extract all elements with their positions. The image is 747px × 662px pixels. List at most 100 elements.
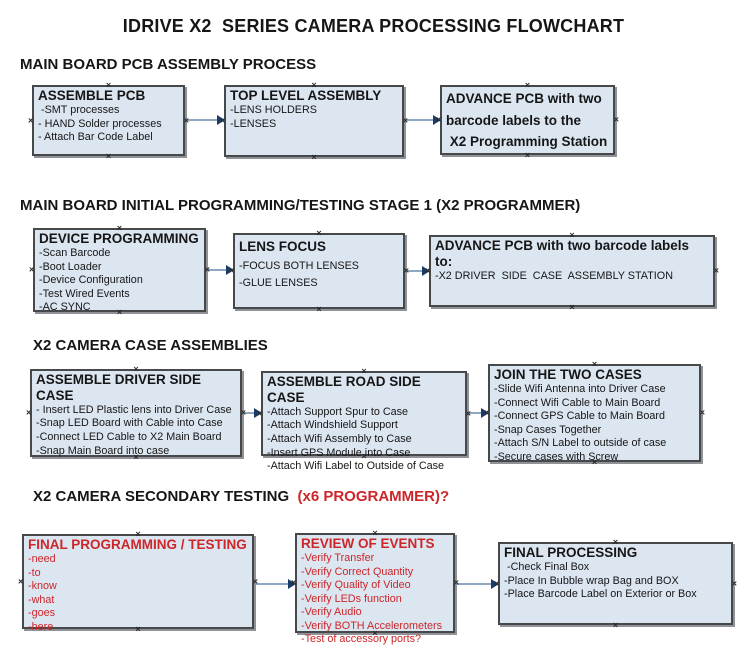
box-item-list: -Verify Transfer-Verify Correct Quantity…: [301, 552, 450, 647]
flow-arrow-lensfocus-to-advance: [407, 266, 430, 276]
connection-point-icon: ×: [569, 302, 575, 312]
box-item: -FOCUS BOTH LENSES: [239, 259, 359, 272]
box-title: LENS FOCUS: [239, 239, 327, 254]
box-item: -Snap LED Board with Cable into Case: [36, 417, 223, 430]
box-item-list: -need-to-know-what-goes-here: [28, 553, 249, 635]
flow-box-lens-focus: LENS FOCUS -FOCUS BOTH LENSES-GLUE LENSE…: [229, 229, 409, 314]
box-title: JOIN THE TWO CASES: [494, 367, 642, 382]
flow-box-assemble-road-side-case: ASSEMBLE ROAD SIDE CASE -Attach Support …: [257, 367, 471, 473]
box-item-list: -SMT processes- HAND Solder processes- A…: [38, 104, 180, 145]
box-item: - Attach Bar Code Label: [38, 131, 153, 144]
box-item-list: -X2 DRIVER SIDE CASE ASSEMBLY STATION: [435, 270, 710, 284]
box-item: -Verify LEDs function: [301, 592, 402, 605]
box-title: ADVANCE PCB with two barcode labels to:: [435, 238, 693, 269]
section-heading-initial-programming: MAIN BOARD INITIAL PROGRAMMING/TESTING S…: [20, 197, 581, 215]
box-item-list: -Attach Support Spur to Case-Attach Wind…: [267, 406, 462, 474]
box-item: -to: [28, 566, 41, 579]
connection-point-icon: ×: [316, 304, 322, 314]
box-item: -Attach S/N Label to outside of case: [494, 437, 667, 450]
flow-box-advance-pcb-programming-station: ADVANCE PCB with two barcode labels to t…: [436, 81, 619, 160]
box-item: -Connect Wifi Cable to Main Board: [494, 396, 661, 409]
section-heading-text: MAIN BOARD INITIAL PROGRAMMING/TESTING S…: [20, 197, 581, 214]
box-item: -AC SYNC: [39, 301, 91, 314]
box-item-list: -FOCUS BOTH LENSES-GLUE LENSES: [239, 258, 400, 293]
box-item-list: -Check Final Box-Place In Bubble wrap Ba…: [504, 561, 728, 602]
box-item-list: barcode labels to the X2 Programming Sta…: [446, 110, 610, 153]
box-item: -Test Wired Events: [39, 287, 130, 300]
connection-point-icon: ×: [699, 407, 705, 418]
box-item: -Test of accessory ports?: [301, 633, 422, 646]
box-item: -LENSES: [230, 117, 277, 130]
box-title: ASSEMBLE ROAD SIDE CASE: [267, 374, 425, 405]
box-item-list: -Scan Barcode-Boot Loader-Device Configu…: [39, 247, 201, 315]
box-item: -Attach Support Spur to Case: [267, 405, 409, 418]
box-item: -SMT processes: [38, 103, 120, 116]
flow-arrow-driverside-to-roadside: [244, 408, 262, 418]
arrow-line: [407, 270, 425, 272]
box-item-list: -LENS HOLDERS-LENSES: [230, 104, 399, 131]
arrow-line: [406, 119, 436, 121]
box-item: X2 Programming Station: [446, 134, 608, 150]
box-item: -Scan Barcode: [39, 246, 111, 259]
box-title: ASSEMBLE PCB: [38, 88, 146, 103]
box-item: -Verify Correct Quantity: [301, 565, 414, 578]
box-item: -Verify Transfer: [301, 551, 375, 564]
flow-box-top-level-assembly: TOP LEVEL ASSEMBLY -LENS HOLDERS-LENSES …: [220, 81, 408, 162]
flow-box-assemble-driver-side-case: ASSEMBLE DRIVER SIDE CASE - Insert LED P…: [26, 365, 246, 462]
box-item: -Insert GPS Module into Case: [267, 446, 411, 459]
box-title: REVIEW OF EVENTS: [301, 536, 435, 551]
arrow-line: [208, 269, 229, 271]
box-item: -Connect GPS Cable to Main Board: [494, 410, 666, 423]
section-heading-text: MAIN BOARD PCB ASSEMBLY PROCESS: [20, 56, 317, 73]
flow-box-review-of-events: REVIEW OF EVENTS -Verify Transfer-Verify…: [291, 529, 459, 646]
flow-box-join-the-two-cases: JOIN THE TWO CASES -Slide Wifi Antenna i…: [484, 360, 705, 467]
box-item-list: -Slide Wifi Antenna into Driver Case-Con…: [494, 383, 696, 465]
box-title: TOP LEVEL ASSEMBLY: [230, 88, 382, 103]
arrow-line: [244, 412, 257, 414]
box-item: barcode labels to the: [446, 112, 582, 128]
box-item: -need: [28, 552, 56, 565]
box-item: -Attach Wifi Label to Outside of Case: [267, 460, 445, 473]
connection-point-icon: ×: [105, 151, 112, 161]
section-heading-secondary-testing: X2 CAMERA SECONDARY TESTING (x6 PROGRAMM…: [33, 488, 450, 506]
box-item: -Connect LED Cable to X2 Main Board: [36, 431, 222, 444]
box-item: -Verify Quality of Video: [301, 579, 411, 592]
box-item: -Snap Cases Together: [494, 423, 602, 436]
box-item: -Slide Wifi Antenna into Driver Case: [494, 382, 666, 395]
section-heading-pcb-assembly: MAIN BOARD PCB ASSEMBLY PROCESS: [20, 56, 317, 74]
arrow-line: [457, 583, 494, 585]
box-item: -what: [28, 593, 55, 606]
arrow-line: [256, 583, 291, 585]
box-item: -Check Final Box: [504, 560, 590, 573]
flow-box-final-programming-testing: FINAL PROGRAMMING / TESTING -need-to-kno…: [18, 530, 258, 634]
arrow-line: [469, 412, 484, 414]
page-title: IDRIVE X2 SERIES CAMERA PROCESSING FLOWC…: [122, 16, 625, 36]
flow-arrow-assemble-to-toplevel: [187, 115, 225, 125]
flow-box-device-programming: DEVICE PROGRAMMING -Scan Barcode-Boot Lo…: [29, 224, 210, 317]
box-item: -LENS HOLDERS: [230, 103, 317, 116]
flow-box-final-processing: FINAL PROCESSING -Check Final Box-Place …: [494, 538, 737, 630]
connection-point-icon: ×: [713, 265, 719, 276]
connection-point-icon: ×: [311, 152, 317, 162]
box-item: -Verify BOTH Accelerometers: [301, 619, 442, 632]
arrow-head-icon: [288, 579, 296, 589]
flow-box-assemble-pcb: ASSEMBLE PCB -SMT processes- HAND Solder…: [28, 81, 189, 161]
connection-point-icon: ×: [29, 264, 35, 275]
box-title: ADVANCE PCB with two: [446, 91, 602, 106]
box-item: -Place Barcode Label on Exterior or Box: [504, 588, 697, 601]
section-heading-red-text: (x6 PROGRAMMER)?: [297, 488, 450, 505]
connection-point-icon: ×: [613, 114, 619, 125]
flow-arrow-deviceprog-to-lensfocus: [208, 265, 234, 275]
connection-point-icon: ×: [18, 576, 24, 586]
box-item-list: - Insert LED Plastic lens into Driver Ca…: [36, 404, 237, 458]
arrow-head-icon: [433, 115, 441, 125]
box-item: -Place In Bubble wrap Bag and BOX: [504, 574, 679, 587]
arrow-head-icon: [481, 408, 489, 418]
box-item: -Snap Main Board into case: [36, 444, 170, 457]
connection-point-icon: ×: [28, 115, 34, 125]
section-heading-text: X2 CAMERA SECONDARY TESTING: [33, 488, 298, 505]
flow-arrow-roadside-to-join: [469, 408, 489, 418]
box-item: - Insert LED Plastic lens into Driver Ca…: [36, 403, 232, 416]
box-title: ASSEMBLE DRIVER SIDE CASE: [36, 372, 205, 403]
